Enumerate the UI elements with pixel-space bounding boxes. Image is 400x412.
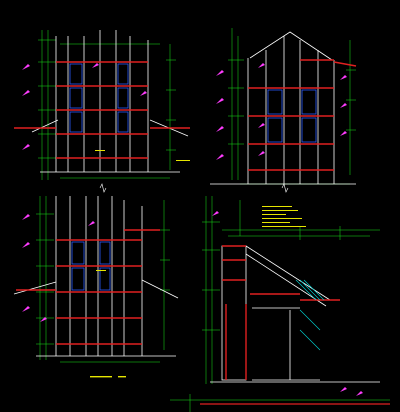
elevation-markers <box>216 63 347 160</box>
stair-hatch <box>295 279 325 351</box>
elevation-markers <box>22 63 147 150</box>
walls <box>31 30 189 173</box>
section-top-left <box>14 30 190 180</box>
notes <box>95 150 190 161</box>
columns <box>71 241 111 291</box>
floor-beams <box>248 59 357 171</box>
floor-beams <box>14 61 190 159</box>
dimension-lines <box>170 394 390 412</box>
columns <box>69 63 129 133</box>
dimension-lines <box>36 196 170 363</box>
section-bottom-left <box>13 196 179 378</box>
walls <box>13 196 179 357</box>
break-line-icon <box>99 183 289 193</box>
section-top-right <box>210 28 357 185</box>
elevation-markers <box>212 211 363 396</box>
columns <box>267 89 317 143</box>
stair-beams <box>222 245 340 380</box>
floor-beams <box>16 229 160 345</box>
elevation-markers <box>22 214 95 322</box>
section-bottom-right <box>202 196 380 396</box>
dimension-lines <box>202 196 380 384</box>
walls <box>210 31 356 185</box>
notes <box>262 206 306 227</box>
section-bottom-strip <box>170 394 390 412</box>
dimension-lines <box>38 30 176 180</box>
notes <box>90 270 126 378</box>
